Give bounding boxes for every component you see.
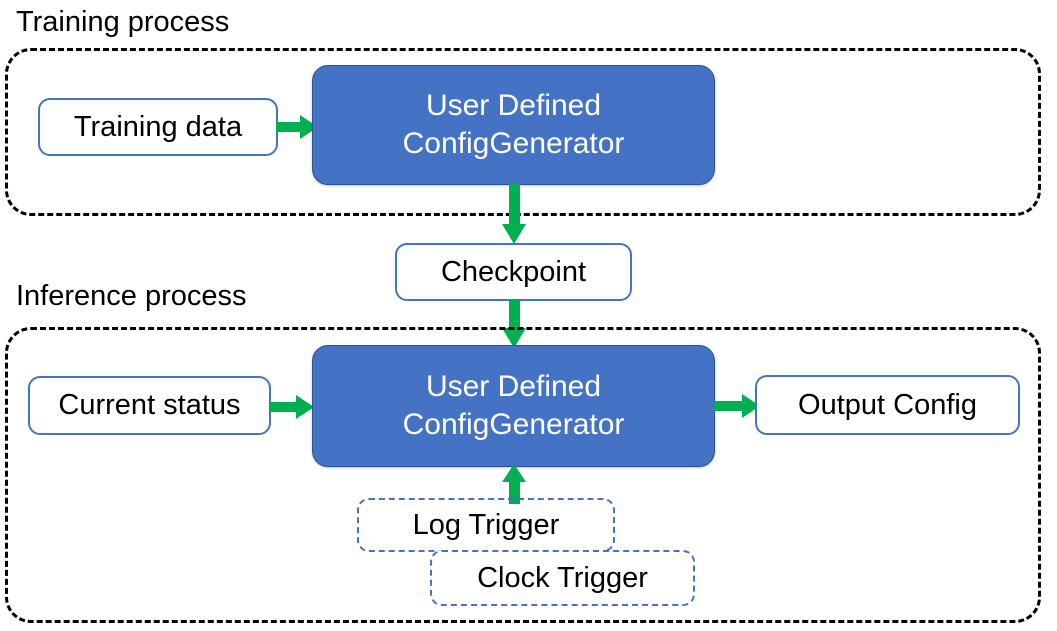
checkpoint-label: Checkpoint	[440, 255, 587, 288]
inference-process-label: Inference process	[16, 280, 247, 312]
inference-generator-line1: User Defined	[425, 369, 602, 403]
inference-config-generator-box[interactable]: User Defined ConfigGenerator	[312, 345, 715, 467]
inference-process-container	[5, 327, 1041, 623]
inference-generator-line2: ConfigGenerator	[402, 408, 625, 441]
current-status-box[interactable]: Current status	[28, 376, 271, 435]
arrow-current-status-to-generator	[270, 395, 314, 419]
training-process-container	[5, 48, 1041, 216]
training-generator-line1: User Defined	[425, 88, 602, 122]
clock-trigger-label: Clock Trigger	[477, 561, 648, 594]
arrow-training-data-to-generator	[276, 115, 318, 139]
arrow-generator-to-output-config	[714, 394, 760, 418]
training-generator-line2: ConfigGenerator	[402, 127, 625, 160]
arrow-checkpoint-to-inference-generator	[502, 299, 526, 348]
output-config-box[interactable]: Output Config	[755, 375, 1020, 435]
log-trigger-label: Log Trigger	[412, 508, 560, 541]
arrow-triggers-to-generator	[502, 464, 526, 504]
training-data-label: Training data	[73, 110, 243, 143]
checkpoint-box[interactable]: Checkpoint	[395, 243, 632, 301]
log-trigger-box[interactable]: Log Trigger	[357, 498, 615, 552]
training-data-box[interactable]: Training data	[38, 98, 278, 156]
training-process-label: Training process	[16, 6, 230, 38]
current-status-label: Current status	[58, 389, 241, 421]
arrow-training-generator-to-checkpoint	[502, 183, 526, 244]
clock-trigger-box[interactable]: Clock Trigger	[430, 550, 695, 606]
training-config-generator-box[interactable]: User Defined ConfigGenerator	[312, 65, 715, 185]
output-config-label: Output Config	[798, 388, 977, 421]
